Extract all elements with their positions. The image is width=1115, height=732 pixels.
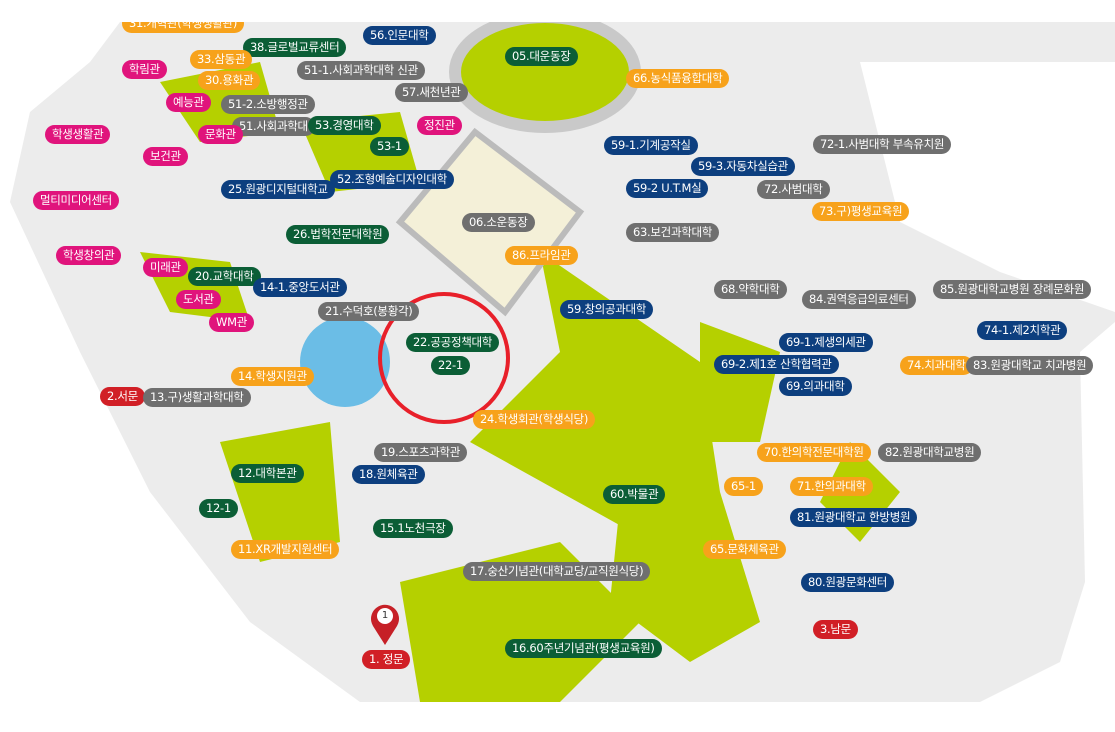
building-label[interactable]: 14.학생지원관	[231, 367, 314, 386]
sudeok-lake	[300, 317, 390, 407]
building-label[interactable]: 26.법학전문대학원	[286, 225, 390, 244]
off-campus-area	[860, 62, 1115, 312]
building-label[interactable]: 72.사범대학	[757, 180, 830, 199]
building-label[interactable]: 69-1.제생의세관	[779, 333, 873, 352]
building-label[interactable]: 56.인문대학	[363, 26, 436, 45]
building-label[interactable]: 80.원광문화센터	[801, 573, 895, 592]
building-label[interactable]: 71.한의과대학	[790, 477, 873, 496]
building-label[interactable]: 81.원광대학교 한방병원	[790, 508, 918, 527]
building-label[interactable]: 미래관	[143, 258, 188, 277]
building-label[interactable]: 학림관	[122, 60, 167, 79]
building-label[interactable]: 82.원광대학교병원	[878, 443, 982, 462]
building-label[interactable]: 16.60주년기념관(평생교육원)	[505, 639, 662, 658]
building-label[interactable]: 1. 정문	[362, 650, 411, 669]
building-label[interactable]: 86.프라임관	[505, 246, 578, 265]
building-label[interactable]: 12.대학본관	[231, 464, 304, 483]
building-label[interactable]: 31.개혁관(학생생활관)	[122, 22, 245, 33]
building-label[interactable]: 59-2 U.T.M실	[626, 179, 709, 198]
building-label[interactable]: 59-1.기계공작실	[604, 136, 698, 155]
building-label[interactable]: 학생창의관	[56, 246, 122, 265]
building-label[interactable]: 3.남문	[813, 620, 858, 639]
building-label[interactable]: 84.권역응급의료센터	[802, 290, 916, 309]
building-label[interactable]: 13.구)생활과학대학	[143, 388, 251, 407]
building-label[interactable]: 18.원체육관	[352, 465, 425, 484]
building-label[interactable]: 06.소운동장	[462, 213, 535, 232]
building-label[interactable]: 학생생활관	[45, 125, 111, 144]
building-label[interactable]: 74-1.제2치학관	[977, 321, 1068, 340]
building-label[interactable]: 2.서문	[100, 387, 145, 406]
building-label[interactable]: 05.대운동장	[505, 47, 578, 66]
building-label[interactable]: 25.원광디지털대학교	[221, 180, 335, 199]
building-label[interactable]: WM관	[209, 313, 254, 332]
building-label[interactable]: 57.새천년관	[395, 83, 468, 102]
building-label[interactable]: 73.구)평생교육원	[812, 202, 910, 221]
building-label[interactable]: 72-1.사범대학 부속유치원	[813, 135, 952, 154]
main-gate-pin[interactable]: 1	[368, 600, 402, 646]
building-label[interactable]: 17.숭산기념관(대학교당/교직원식당)	[463, 562, 651, 581]
building-label[interactable]: 38.글로벌교류센터	[243, 38, 347, 57]
building-label[interactable]: 74.치과대학	[900, 356, 973, 375]
building-label[interactable]: 66.농식품융합대학	[626, 69, 730, 88]
building-label[interactable]: 59.창의공과대학	[560, 300, 654, 319]
building-label[interactable]: 예능관	[166, 93, 211, 112]
building-label[interactable]: 60.박물관	[603, 485, 666, 504]
building-label[interactable]: 53.경영대학	[308, 116, 381, 135]
building-label[interactable]: 21.수덕호(봉황각)	[318, 302, 420, 321]
building-label[interactable]: 19.스포츠과학관	[374, 443, 468, 462]
building-label[interactable]: 24.학생회관(학생식당)	[473, 410, 596, 429]
building-label[interactable]: 53-1	[370, 137, 409, 156]
building-label[interactable]: 65-1	[724, 477, 763, 496]
building-label[interactable]: 33.삼동관	[190, 50, 253, 69]
building-label[interactable]: 69.의과대학	[779, 377, 852, 396]
building-label[interactable]: 14-1.중앙도서관	[253, 278, 347, 297]
building-label[interactable]: 멀티미디어센터	[33, 191, 119, 210]
building-label[interactable]: 도서관	[176, 290, 221, 309]
building-label[interactable]: 51.사회과학대	[232, 117, 315, 136]
highlight-circle	[378, 292, 510, 424]
building-label[interactable]: 59-3.자동차실습관	[691, 157, 795, 176]
building-label[interactable]: 문화관	[198, 125, 243, 144]
building-label[interactable]: 30.용화관	[198, 71, 261, 90]
pin-number: 1	[377, 608, 393, 624]
building-label[interactable]: 20.교학대학	[188, 267, 261, 286]
building-label[interactable]: 69-2.제1호 산학협력관	[714, 355, 839, 374]
building-label[interactable]: 63.보건과학대학	[626, 223, 720, 242]
building-label[interactable]: 보건관	[143, 147, 188, 166]
building-label[interactable]: 68.약학대학	[714, 280, 787, 299]
building-label[interactable]: 정진관	[417, 116, 462, 135]
building-label[interactable]: 52.조형예술디자인대학	[330, 170, 454, 189]
building-label[interactable]: 51-1.사회과학대학 신관	[297, 61, 425, 80]
building-label[interactable]: 22.공공정책대학	[406, 333, 500, 352]
building-label[interactable]: 65.문화체육관	[703, 540, 786, 559]
building-label[interactable]: 22-1	[431, 356, 470, 375]
building-label[interactable]: 85.원광대학교병원 장례문화원	[933, 280, 1092, 299]
building-label[interactable]: 12-1	[199, 499, 238, 518]
building-label[interactable]: 15.1노천극장	[373, 519, 453, 538]
building-label[interactable]: 11.XR개발지원센터	[231, 540, 340, 559]
building-label[interactable]: 70.한의학전문대학원	[757, 443, 871, 462]
building-label[interactable]: 83.원광대학교 치과병원	[966, 356, 1094, 375]
building-label[interactable]: 51-2.소방행정관	[221, 95, 315, 114]
